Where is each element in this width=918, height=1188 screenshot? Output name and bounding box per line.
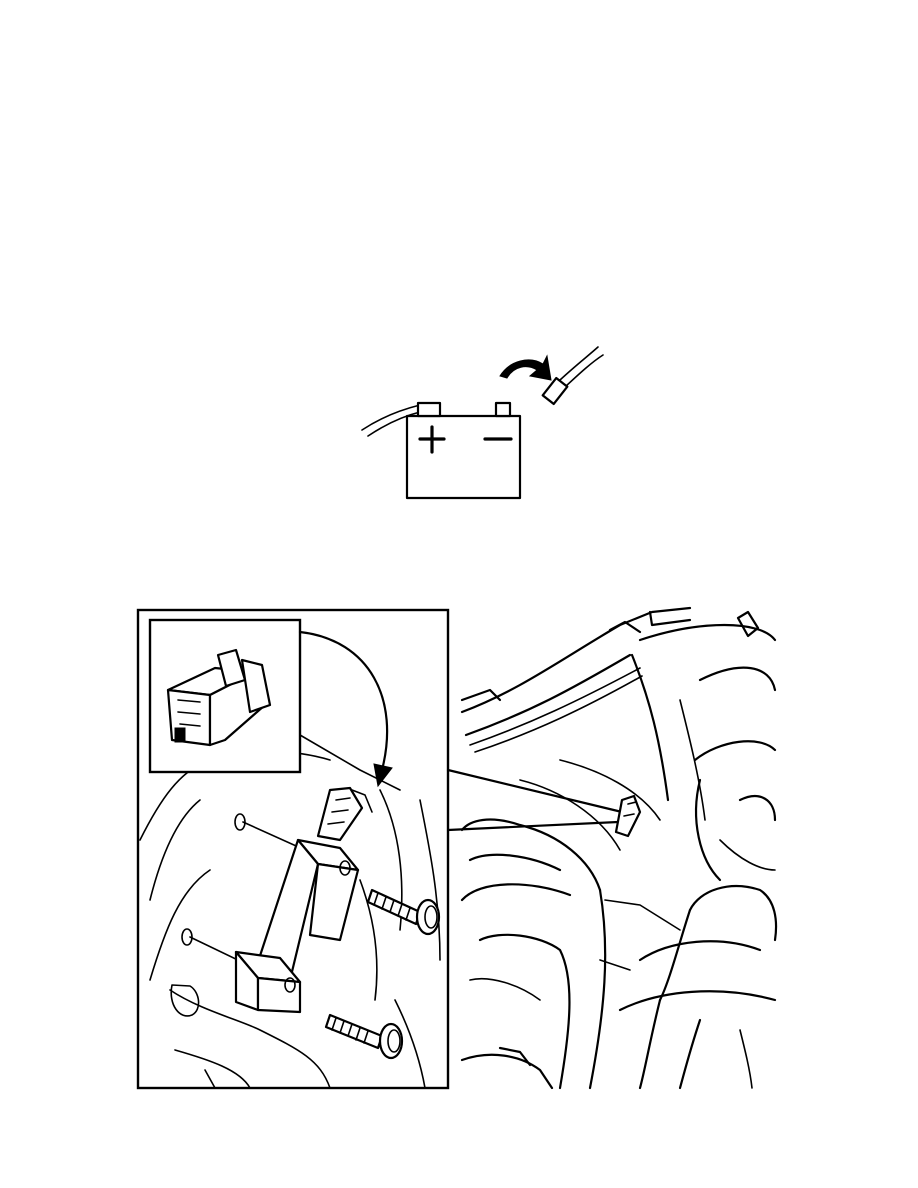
negative-cable-end xyxy=(541,346,604,406)
car-interior xyxy=(460,606,778,1090)
sensor-module xyxy=(234,786,373,1014)
callout-lines xyxy=(446,768,624,832)
screw-icon xyxy=(366,888,441,936)
screw-icon-lower xyxy=(324,1013,404,1060)
battery-icon xyxy=(405,401,522,500)
connector-inset xyxy=(148,618,302,774)
connector-icon xyxy=(166,648,272,747)
curved-arrow-icon-inset xyxy=(298,630,389,772)
arrowhead xyxy=(373,763,393,788)
positive-cable xyxy=(361,404,421,437)
module-location xyxy=(614,794,642,838)
curved-arrow-icon xyxy=(499,354,552,381)
detail-panel xyxy=(136,608,450,1090)
battery-disconnect-diagram xyxy=(361,346,604,500)
